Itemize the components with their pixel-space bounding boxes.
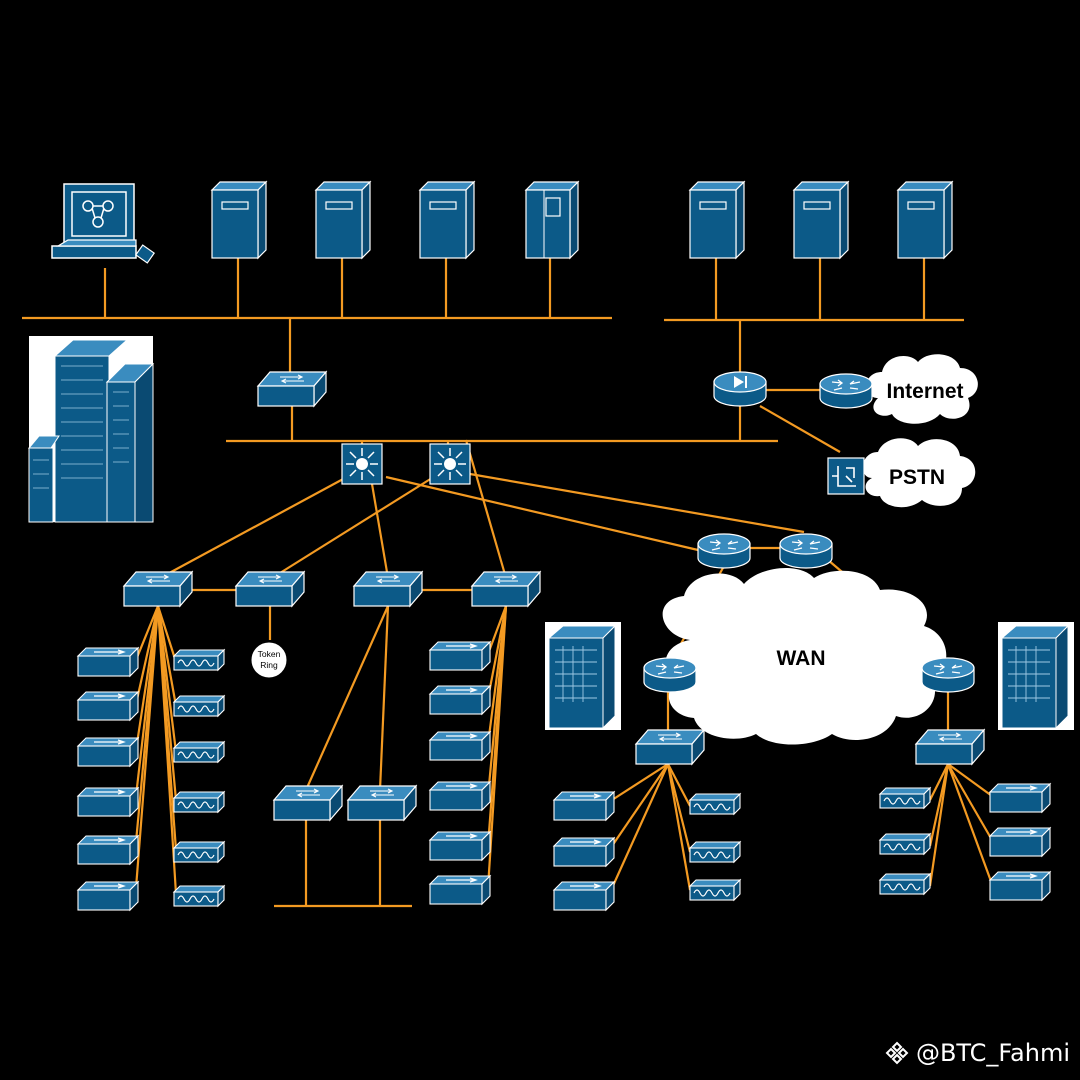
router-icon <box>819 373 873 409</box>
server-icon <box>897 181 953 259</box>
terminal-icon <box>429 685 491 715</box>
token-ring-label-2: Ring <box>260 660 278 670</box>
modem-icon <box>689 841 741 863</box>
modem-icon <box>879 833 931 855</box>
modem-icon <box>689 793 741 815</box>
terminal-icon <box>77 835 139 865</box>
switch-icon <box>353 571 423 607</box>
terminal-icon <box>553 791 615 821</box>
modem-icon <box>879 873 931 895</box>
terminal-icon <box>429 641 491 671</box>
switch-icon <box>235 571 305 607</box>
terminal-icon <box>989 783 1051 813</box>
switch-icon <box>915 729 985 765</box>
fanout-links <box>134 605 994 895</box>
token-ring: Token Ring <box>250 641 288 679</box>
server-icon <box>793 181 849 259</box>
router-icon <box>921 657 975 693</box>
modem-icon <box>173 695 225 717</box>
internet-label: Internet <box>886 380 963 403</box>
switch-icon <box>347 785 417 821</box>
mainframe-icon <box>525 181 579 259</box>
router-icon <box>697 533 751 569</box>
router-icon <box>779 533 833 569</box>
internet-cloud: Internet <box>866 354 978 424</box>
firewall-icon <box>713 371 767 407</box>
terminal-icon <box>553 881 615 911</box>
watermark: @BTC_Fahmi <box>884 1036 1070 1070</box>
terminal-icon <box>77 737 139 767</box>
switch-icon <box>635 729 705 765</box>
router-icon <box>643 657 697 693</box>
terminal-icon <box>429 831 491 861</box>
server-icon <box>211 181 267 259</box>
switch-icon <box>123 571 193 607</box>
switch-icon <box>257 371 327 407</box>
terminal-icon <box>429 781 491 811</box>
modem-icon <box>173 741 225 763</box>
pstn-cloud: PSTN <box>862 438 976 508</box>
terminal-icon <box>77 647 139 677</box>
watermark-handle: @BTC_Fahmi <box>915 1039 1070 1067</box>
modem-icon <box>879 787 931 809</box>
wan-cloud: WAN <box>662 567 947 745</box>
terminal-icon <box>989 871 1051 901</box>
server-icon <box>689 181 745 259</box>
wan-label: WAN <box>777 647 826 670</box>
modem-icon <box>173 885 225 907</box>
server-icon <box>419 181 475 259</box>
layer3-switch-icon <box>341 443 383 485</box>
modem-icon <box>173 841 225 863</box>
links <box>22 258 964 908</box>
terminal-icon <box>989 827 1051 857</box>
switch-icon <box>273 785 343 821</box>
binance-logo-icon <box>885 1041 909 1065</box>
building-icon <box>997 621 1075 731</box>
layer3-switch-icon <box>429 443 471 485</box>
pstn-switch-icon <box>827 457 865 495</box>
modem-icon <box>173 649 225 671</box>
terminal-icon <box>77 881 139 911</box>
terminal-icon <box>429 875 491 905</box>
switch-icon <box>471 571 541 607</box>
building-icon <box>28 335 154 523</box>
token-ring-label-1: Token <box>258 649 281 659</box>
terminal-icon <box>77 787 139 817</box>
pstn-label: PSTN <box>889 466 945 489</box>
modem-icon <box>689 879 741 901</box>
workstation-icon <box>51 183 155 264</box>
server-icon <box>315 181 371 259</box>
terminal-icon <box>429 731 491 761</box>
modem-icon <box>173 791 225 813</box>
terminal-icon <box>553 837 615 867</box>
building-icon <box>544 621 622 731</box>
terminal-icon <box>77 691 139 721</box>
